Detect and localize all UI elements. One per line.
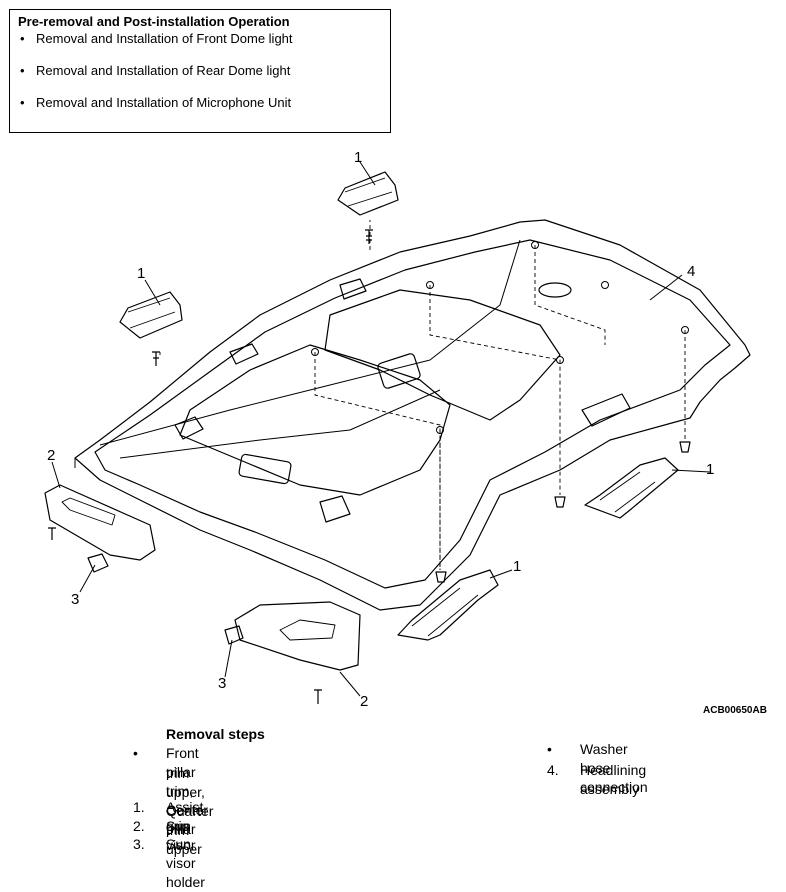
step-text: Assist grip [166,799,204,834]
pre-removal-item: Removal and Installation of Front Dome l… [18,31,382,63]
step-marker: 4. [547,762,559,778]
figure-code: ACB00650AB [703,705,767,716]
wire-harness [119,389,441,459]
sun-visor-holder-left [87,553,109,573]
callout-1-left: 1 [137,265,145,282]
rear-opening [538,282,572,298]
wire-harness [99,239,521,446]
visor-pad [339,278,367,300]
screw [152,351,160,366]
callout-1-front: 1 [513,558,521,575]
headlining-inner-edge [94,239,731,589]
callout-3-left: 3 [71,591,79,608]
headlining-diagram: 1 1 4 2 3 1 1 3 2 [44,149,751,710]
step-text: Sun visor [166,818,196,853]
quarter-opening [581,393,631,427]
step-marker: • [133,745,138,761]
pre-removal-item: Removal and Installation of Rear Dome li… [18,63,382,95]
headlining-outline [74,219,751,611]
pre-removal-title: Pre-removal and Post-installation Operat… [18,14,290,29]
step-marker: 2. [133,818,145,834]
visor-pad [229,343,259,365]
callout-4: 4 [687,263,695,280]
visor-pad [174,416,204,440]
step-text: Front pillar trim, Center pillar [166,745,209,837]
clip [435,571,447,583]
rear-panel [324,289,561,421]
callout-3-right: 3 [218,675,226,692]
callout-1-top: 1 [354,149,362,166]
sun-visor-right [234,601,361,671]
callout-2-left: 2 [47,447,55,464]
step-text: Sun visor holder [166,836,205,890]
front-dome-opening [238,453,292,485]
step-marker: 1. [133,799,145,815]
callout-2-right: 2 [360,693,368,710]
assist-grip-top [337,171,399,216]
removal-steps-heading: Removal steps [166,726,265,742]
pre-removal-box: Pre-removal and Post-installation Operat… [9,9,391,133]
assist-grip-right-front [397,569,499,641]
step-text: trim upper, Quarter trim upper [166,765,214,857]
step-text: Headlining assembly [580,762,647,797]
step-marker: • [547,741,552,757]
sun-visor-holder-right [224,625,244,645]
assist-grip-right-rear [584,457,679,519]
clip [679,441,691,453]
screw [365,229,373,244]
pre-removal-item: Removal and Installation of Microphone U… [18,95,382,127]
screw [314,689,322,704]
sun-visor-left [44,484,156,561]
callout-1-right: 1 [706,461,714,478]
step-text: Washer hose connection [580,741,648,795]
rear-dome-opening [377,353,421,389]
pre-removal-list: Removal and Installation of Front Dome l… [18,31,382,127]
clip [554,496,566,508]
visor-pad [319,495,351,523]
screw [48,527,56,540]
assist-grip-left [119,291,183,339]
step-marker: 3. [133,836,145,852]
